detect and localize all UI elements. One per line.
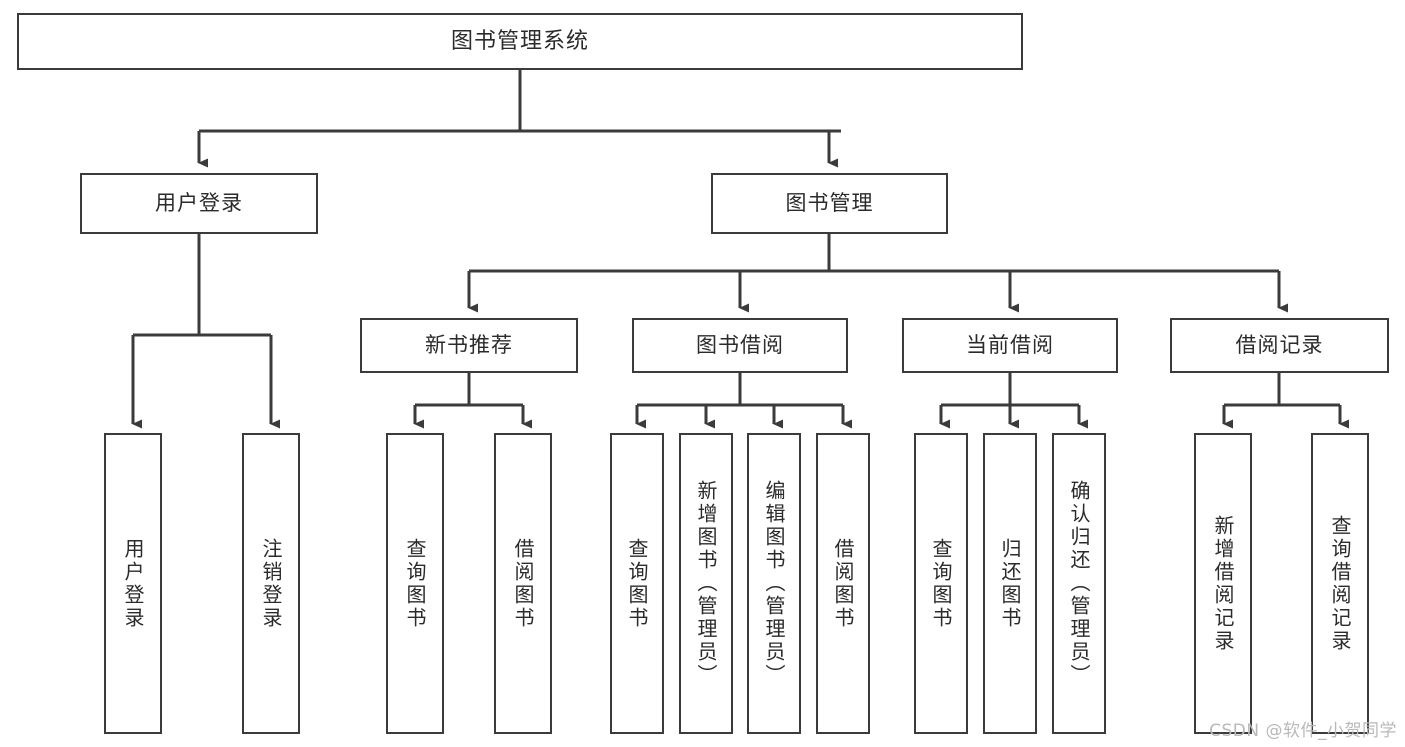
leaf-current-return-book[interactable]: 归还图书 [983,433,1037,734]
leaf-current-query-book[interactable]: 查询图书 [914,433,968,734]
node-current-borrow[interactable]: 当前借阅 [902,318,1118,373]
leaf-label: 归还图书 [998,537,1022,630]
leaf-label: 注销登录 [259,537,283,630]
leaf-label: 新增图书（管理员） [694,480,718,687]
leaf-recommend-query-book[interactable]: 查询图书 [386,433,444,734]
node-book-borrow[interactable]: 图书借阅 [632,318,848,373]
leaf-label: 编辑图书（管理员） [762,480,786,687]
leaf-label: 新增借阅记录 [1211,514,1235,653]
leaf-user-login-logout[interactable]: 注销登录 [242,433,300,734]
node-user-login[interactable]: 用户登录 [80,173,318,234]
node-book-management[interactable]: 图书管理 [711,173,948,234]
leaf-label: 借阅图书 [511,537,535,630]
leaf-label: 查询图书 [929,537,953,630]
leaf-recommend-borrow-book[interactable]: 借阅图书 [494,433,552,734]
leaf-label: 用户登录 [121,537,145,630]
leaf-label: 确认归还（管理员） [1067,480,1091,687]
node-root-system[interactable]: 图书管理系统 [17,13,1023,70]
node-borrow-record[interactable]: 借阅记录 [1170,318,1389,373]
leaf-borrow-borrow-book[interactable]: 借阅图书 [816,433,870,734]
leaf-label: 借阅图书 [831,537,855,630]
leaf-label: 查询借阅记录 [1328,514,1352,653]
leaf-label: 查询图书 [403,537,427,630]
leaf-record-add-record[interactable]: 新增借阅记录 [1194,433,1252,734]
leaf-borrow-edit-book-admin[interactable]: 编辑图书（管理员） [747,433,801,734]
watermark: CSDN @软件_小贺同学 [1209,721,1397,741]
leaf-current-confirm-return-admin[interactable]: 确认归还（管理员） [1052,433,1106,734]
leaf-record-query-record[interactable]: 查询借阅记录 [1311,433,1369,734]
leaf-label: 查询图书 [625,537,649,630]
leaf-borrow-add-book-admin[interactable]: 新增图书（管理员） [679,433,733,734]
leaf-user-login-login[interactable]: 用户登录 [104,433,162,734]
leaf-borrow-query-book[interactable]: 查询图书 [610,433,664,734]
node-new-book-recommend[interactable]: 新书推荐 [360,318,578,373]
